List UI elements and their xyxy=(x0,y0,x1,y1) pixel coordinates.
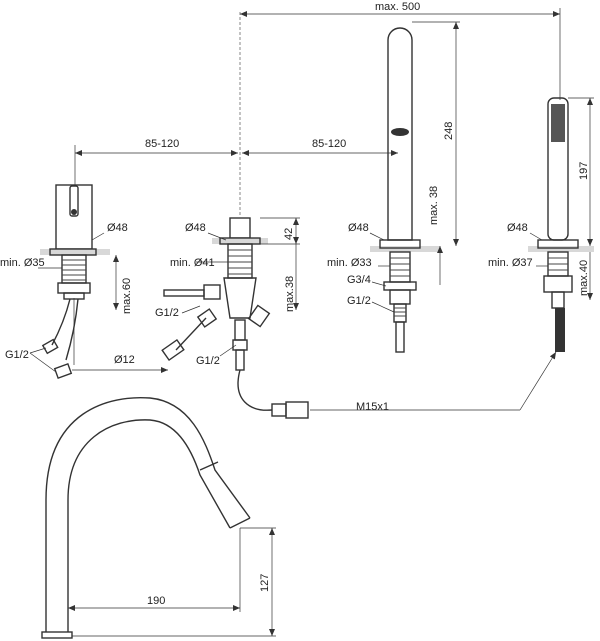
label-m15: M15x1 xyxy=(356,401,389,413)
label-d190: 190 xyxy=(147,595,165,607)
spout-dimensions: 248 max. 38 Ø48 min. Ø33 G3/4 G1/2 xyxy=(327,21,460,313)
label-g12-valve-a: G1/2 xyxy=(155,307,179,319)
label-o48-spout: Ø48 xyxy=(348,222,369,234)
label-min41: min. Ø41 xyxy=(170,257,215,269)
bath-spout xyxy=(370,27,440,353)
label-max38-spout: max. 38 xyxy=(428,186,440,225)
label-85-120-left: 85-120 xyxy=(145,138,179,150)
label-g12-mixer: G1/2 xyxy=(5,349,29,361)
valve-dimensions: Ø48 min. Ø41 42 max.38 G1/2 G1/2 M15x1 xyxy=(155,217,557,413)
label-o48-mixer: Ø48 xyxy=(107,222,128,234)
label-o12: Ø12 xyxy=(114,354,135,366)
label-max40: max.40 xyxy=(578,260,590,296)
label-d127: 127 xyxy=(259,574,271,592)
label-max38-valve: max.38 xyxy=(284,276,296,312)
label-min33: min. Ø33 xyxy=(327,257,372,269)
label-max60: max.60 xyxy=(121,278,133,314)
label-g12-valve-b: G1/2 xyxy=(196,355,220,367)
diverter-valve xyxy=(161,217,309,419)
label-85-120-right: 85-120 xyxy=(312,138,346,150)
label-min37: min. Ø37 xyxy=(488,257,533,269)
label-d197: 197 xyxy=(578,162,590,180)
mixer-dimensions: Ø48 min. Ø35 max.60 G1/2 Ø12 xyxy=(0,222,168,373)
hand-shower-dimensions: 197 max.40 Ø48 min. Ø37 xyxy=(488,97,594,300)
spout-side-view xyxy=(41,396,251,639)
side-view-dimensions: 127 190 xyxy=(68,527,276,637)
label-d248: 248 xyxy=(443,122,455,140)
label-g34: G3/4 xyxy=(347,274,371,286)
dimension-85-120-left: 85-120 xyxy=(74,138,238,185)
hand-shower xyxy=(528,97,594,352)
label-max-500: max. 500 xyxy=(375,1,420,13)
label-min35: min. Ø35 xyxy=(0,257,45,269)
mixer-body xyxy=(40,184,110,379)
label-o48-valve: Ø48 xyxy=(185,222,206,234)
label-o48-hand: Ø48 xyxy=(507,222,528,234)
dimension-85-120-right: 85-120 xyxy=(242,138,398,156)
dimension-max-500: max. 500 xyxy=(240,1,561,100)
label-g12-spout: G1/2 xyxy=(347,295,371,307)
label-d42: 42 xyxy=(283,228,295,240)
